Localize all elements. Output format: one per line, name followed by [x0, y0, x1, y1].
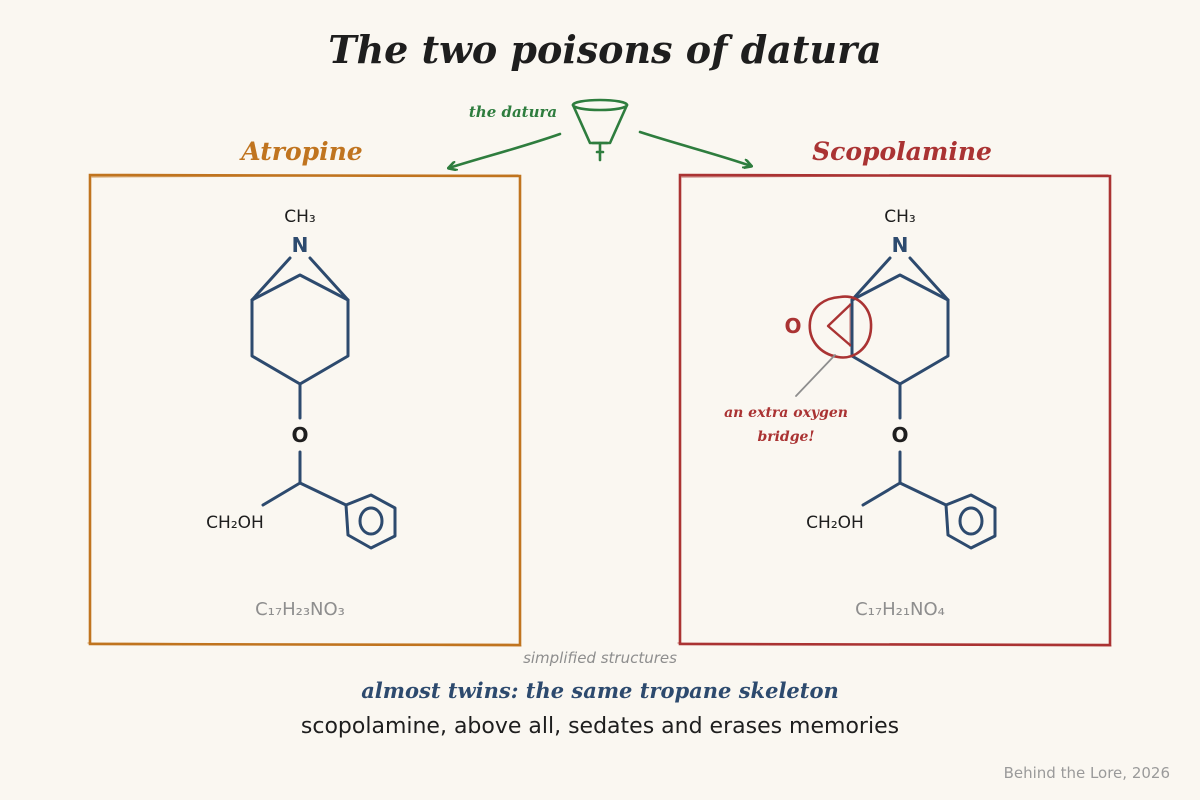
scopolamine-title: Scopolamine	[812, 137, 992, 166]
atropine-formula: C₁₇H₂₃NO₃	[255, 599, 345, 620]
twins-caption: almost twins: the same tropane skeleton	[361, 678, 839, 703]
scopolamine-panel: Scopolamine CH₃ N O an extra oxygen brid…	[677, 137, 1112, 647]
scopolamine-hydroxymethyl-label: CH₂OH	[806, 513, 864, 533]
scopolamine-ester-oxygen: O	[891, 423, 908, 447]
scopolamine-epoxide-highlight	[808, 295, 873, 359]
scopolamine-nitrogen-label: N	[892, 233, 909, 257]
scopolamine-tropane-ring	[850, 256, 950, 420]
credit-line: Behind the Lore, 2026	[1004, 764, 1170, 782]
atropine-ester-oxygen: O	[291, 423, 308, 447]
atropine-methyl-label: CH₃	[284, 207, 315, 227]
atropine-tropane-ring	[250, 256, 350, 420]
scopolamine-formula: C₁₇H₂₁NO₄	[855, 599, 945, 620]
scopolamine-frame	[677, 173, 1112, 647]
scopolamine-epoxide-oxygen: O	[784, 314, 801, 338]
scopolamine-side-chain	[861, 450, 948, 507]
simplified-structures-note: simplified structures	[523, 649, 677, 667]
atropine-panel: Atropine CH₃ N O CH₂OH C₁₇H₂₃NO₃	[87, 137, 522, 647]
arrow-to-atropine	[449, 132, 562, 168]
atropine-benzene-ring	[344, 493, 397, 550]
datura-flower-icon	[571, 98, 629, 162]
annotation-leader-line	[795, 354, 836, 397]
plant-label: the datura	[469, 103, 557, 121]
atropine-nitrogen-label: N	[292, 233, 309, 257]
atropine-hydroxymethyl-label: CH₂OH	[206, 513, 264, 533]
scopolamine-methyl-label: CH₃	[884, 207, 915, 227]
main-caption: scopolamine, above all, sedates and eras…	[301, 714, 899, 739]
diagram-title: The two poisons of datura	[328, 27, 881, 72]
atropine-title: Atropine	[239, 137, 362, 166]
atropine-side-chain	[261, 450, 348, 507]
arrow-to-scopolamine	[638, 130, 751, 166]
scopolamine-benzene-ring	[944, 493, 997, 550]
atropine-frame	[87, 173, 522, 647]
annotation-line-2: bridge!	[757, 429, 814, 445]
annotation-line-1: an extra oxygen	[724, 405, 848, 421]
